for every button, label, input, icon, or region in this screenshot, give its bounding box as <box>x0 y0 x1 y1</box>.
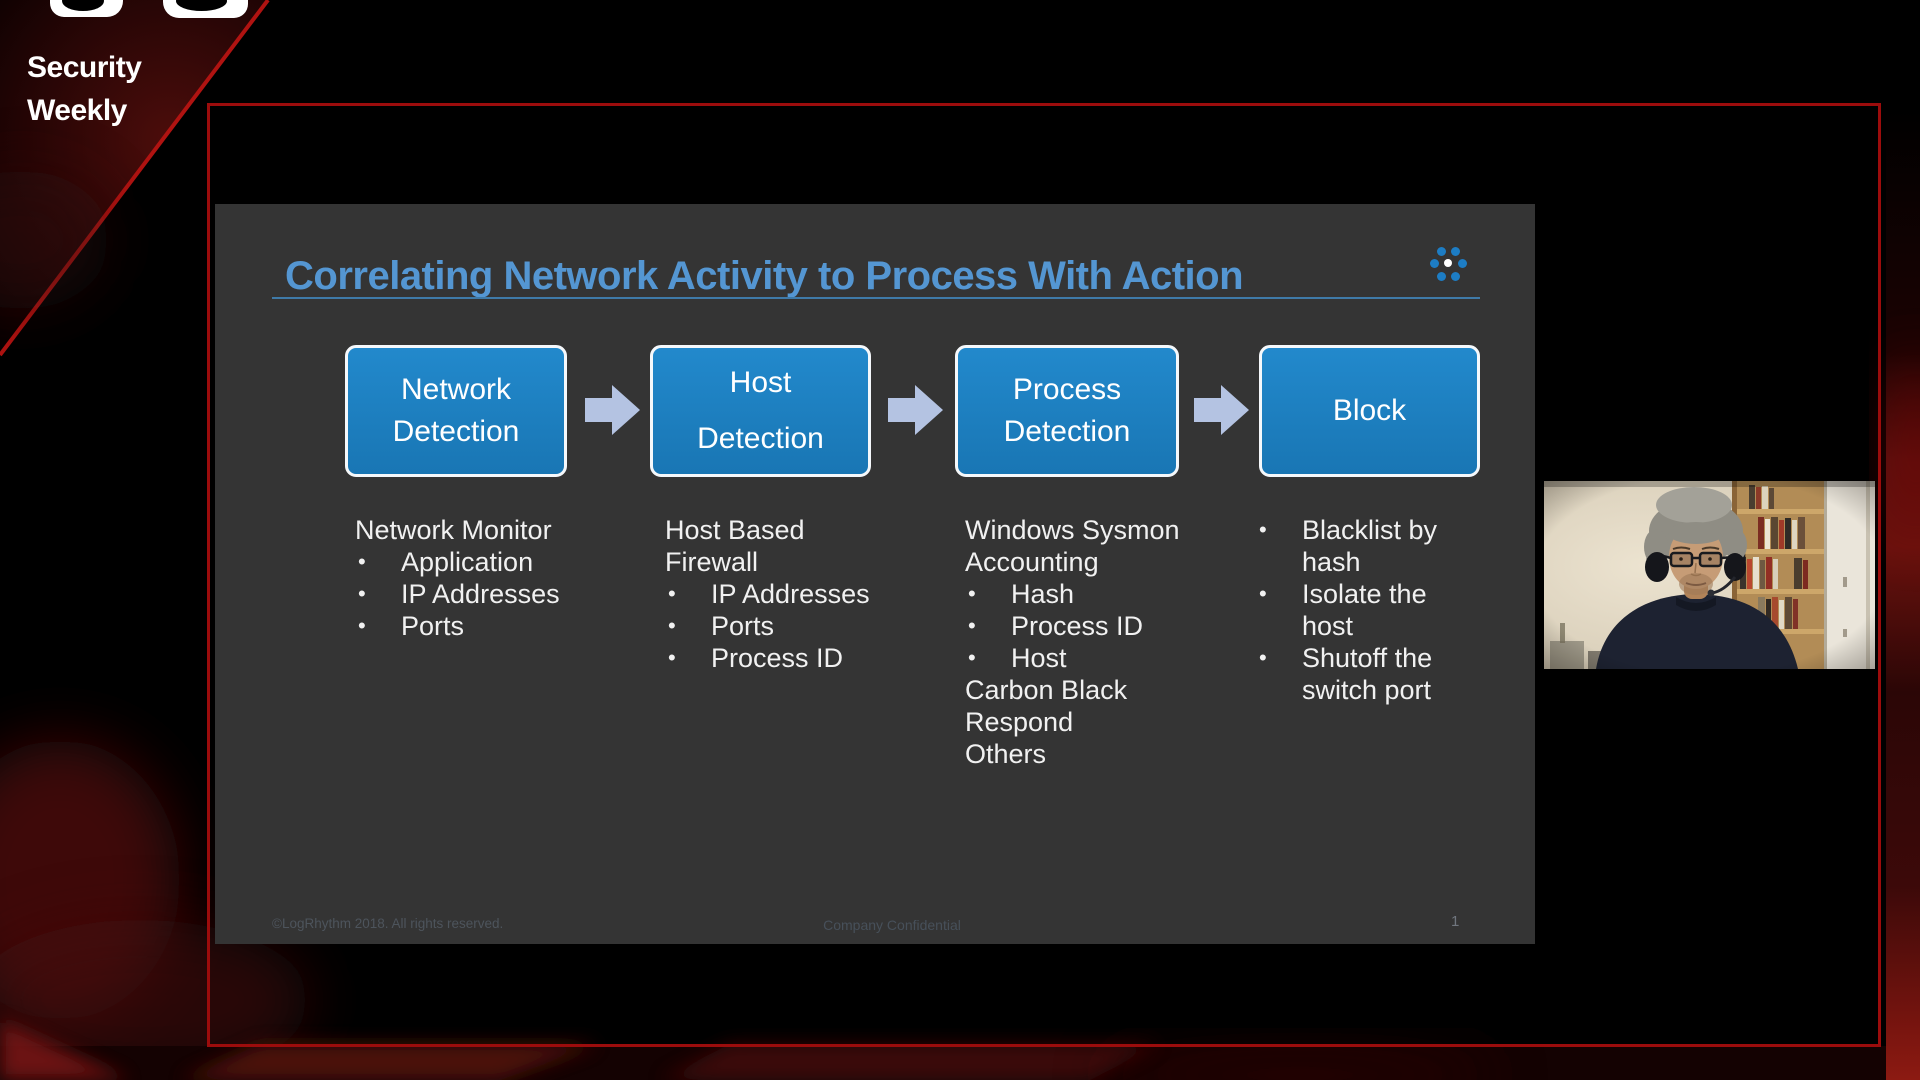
bullet-icon: • <box>358 613 366 638</box>
list-line: • Application <box>355 546 585 578</box>
list-text: Hash <box>1011 579 1075 609</box>
list-text: hash <box>1302 547 1361 577</box>
flow-arrow-icon <box>888 385 943 435</box>
list-text: Application <box>401 547 534 577</box>
flow-box-label: Network <box>400 373 512 406</box>
list-line: • Host <box>965 642 1215 674</box>
list-text: Host Based <box>665 515 805 545</box>
list-line: • Blacklist by <box>1256 514 1476 546</box>
list-line: switch port <box>1256 674 1476 706</box>
flow-box-host-detection: Host Detection <box>650 345 871 477</box>
bullet-icon: • <box>968 613 976 638</box>
list-text: Others <box>965 739 1047 769</box>
list-text: Ports <box>711 611 775 641</box>
list-text: Carbon Black <box>965 675 1128 705</box>
flow-box-label: Block <box>1332 394 1407 427</box>
list-line: host <box>1256 610 1476 642</box>
flow-box-label: Process <box>1012 373 1122 406</box>
list-text: Process ID <box>711 643 844 673</box>
bullet-icon: • <box>358 549 366 574</box>
list-line: Respond <box>965 706 1215 738</box>
list-text: Network Monitor <box>355 515 552 545</box>
bullet-icon: • <box>668 645 676 670</box>
bullet-indent <box>1256 610 1302 642</box>
webcam-video <box>1544 481 1875 669</box>
list-text: Process ID <box>1011 611 1144 641</box>
bullet-icon: • <box>668 613 676 638</box>
list-text: host <box>1302 611 1354 641</box>
bullet-icon: • <box>668 581 676 606</box>
flow-arrow-icon <box>585 385 640 435</box>
bullet-icon: • <box>968 645 976 670</box>
slide-title: Correlating Network Activity to Process … <box>285 254 1244 298</box>
list-line: • Process ID <box>965 610 1215 642</box>
list-text: Respond <box>965 707 1074 737</box>
list-text: Ports <box>401 611 465 641</box>
brand-text-weekly: Weekly <box>27 94 127 127</box>
list-text: Firewall <box>665 547 759 577</box>
list-line: • IP Addresses <box>665 578 905 610</box>
list-text: Blacklist by <box>1302 515 1438 545</box>
list-line: Windows Sysmon <box>965 514 1215 546</box>
list-line: • Process ID <box>665 642 905 674</box>
list-text: Windows Sysmon <box>965 515 1180 545</box>
list-line: • Ports <box>665 610 905 642</box>
page-number: 1 <box>1451 913 1460 930</box>
notes-column-network-monitor: Network Monitor • Application • IP Addresses… <box>355 514 585 642</box>
bullet-icon: • <box>968 581 976 606</box>
list-text: Host <box>1011 643 1067 673</box>
flow-box-network-detection: Network Detection <box>345 345 567 477</box>
list-line: • Isolate the <box>1256 578 1476 610</box>
list-line: Accounting <box>965 546 1215 578</box>
list-line: • Hash <box>965 578 1215 610</box>
title-underline <box>272 297 1480 299</box>
flow-arrow-icon <box>1194 385 1249 435</box>
copyright-text: ©LogRhythm 2018. All rights reserved. <box>272 916 504 931</box>
logo-partial-letter-icon <box>163 0 248 18</box>
stream-frame-border <box>207 103 1881 1047</box>
logo-partial-letter-icon <box>50 0 123 17</box>
brand-text-security: Security <box>27 51 142 84</box>
list-line: Host Based <box>665 514 905 546</box>
list-text: switch port <box>1302 675 1432 705</box>
flow-box-label: Detection <box>1003 415 1131 448</box>
bullet-indent <box>1256 674 1302 706</box>
bullet-indent <box>1256 546 1302 578</box>
list-line: Carbon Black <box>965 674 1215 706</box>
list-line: • IP Addresses <box>355 578 585 610</box>
list-line: Others <box>965 738 1215 770</box>
list-text: Accounting <box>965 547 1099 577</box>
list-line: • Ports <box>355 610 585 642</box>
presenter-webcam <box>1544 481 1875 669</box>
flow-box-process-detection: Process Detection <box>955 345 1179 477</box>
flow-box-block: Block <box>1259 345 1480 477</box>
logrhythm-dots-icon <box>1418 233 1478 293</box>
list-line: hash <box>1256 546 1476 578</box>
flow-box-label: Detection <box>392 415 520 448</box>
flow-box-label: Host <box>729 366 792 399</box>
list-text: IP Addresses <box>711 579 870 609</box>
confidential-text: Company Confidential <box>823 917 961 933</box>
list-line: Firewall <box>665 546 905 578</box>
list-text: IP Addresses <box>401 579 560 609</box>
bullet-icon: • <box>1259 645 1267 670</box>
list-line: • Shutoff the <box>1256 642 1476 674</box>
flow-box-label: Detection <box>697 422 824 455</box>
presentation-slide: Correlating Network Activity to Process … <box>215 204 1535 944</box>
list-line: Network Monitor <box>355 514 585 546</box>
bullet-icon: • <box>1259 581 1267 606</box>
list-text: Shutoff the <box>1302 643 1433 673</box>
list-text: Isolate the <box>1302 579 1427 609</box>
bullet-icon: • <box>358 581 366 606</box>
bullet-icon: • <box>1259 517 1267 542</box>
